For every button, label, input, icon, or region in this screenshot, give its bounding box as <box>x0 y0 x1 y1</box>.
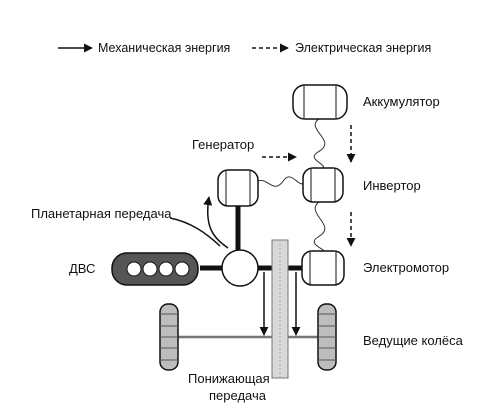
labels: Аккумулятор Генератор Инвертор Планетарн… <box>31 94 464 403</box>
generator-cylinder <box>217 169 259 207</box>
label-electromotor: Электромотор <box>363 260 449 275</box>
label-engine: ДВС <box>69 261 95 276</box>
flow-planetary-out <box>203 196 229 249</box>
label-planetary-gear: Планетарная передача <box>31 206 172 221</box>
wire-inverter-electromotor <box>313 199 326 253</box>
reduction-gear <box>271 239 289 379</box>
label-accumulator: Аккумулятор <box>363 94 440 109</box>
label-reduction-gear-line1: Понижающая <box>188 371 270 386</box>
left-wheel <box>159 303 179 371</box>
legend: Механическая энергия Электрическая энерг… <box>58 41 431 55</box>
label-drive-wheels: Ведущие колёса <box>363 333 464 348</box>
label-inverter: Инвертор <box>363 178 421 193</box>
inverter-cylinder <box>302 167 344 203</box>
label-reduction-gear-line2: передача <box>209 388 267 403</box>
legend-electrical-label: Электрическая энергия <box>295 41 431 55</box>
right-wheel <box>317 303 337 371</box>
wire-generator-inverter <box>252 176 306 187</box>
wire-accumulator-inverter <box>313 116 326 171</box>
flow-planetary-label-pointer <box>169 217 221 247</box>
electrical-flow-arrows <box>262 125 356 247</box>
engine-block <box>111 252 199 286</box>
accumulator-cylinder <box>292 84 348 120</box>
electromotor-cylinder <box>301 250 345 286</box>
wires <box>252 116 326 253</box>
mechanical-flow-arrows <box>169 196 301 336</box>
legend-mechanical-label: Механическая энергия <box>98 41 230 55</box>
label-generator: Генератор <box>192 137 254 152</box>
planetary-gear-circle <box>221 249 259 287</box>
